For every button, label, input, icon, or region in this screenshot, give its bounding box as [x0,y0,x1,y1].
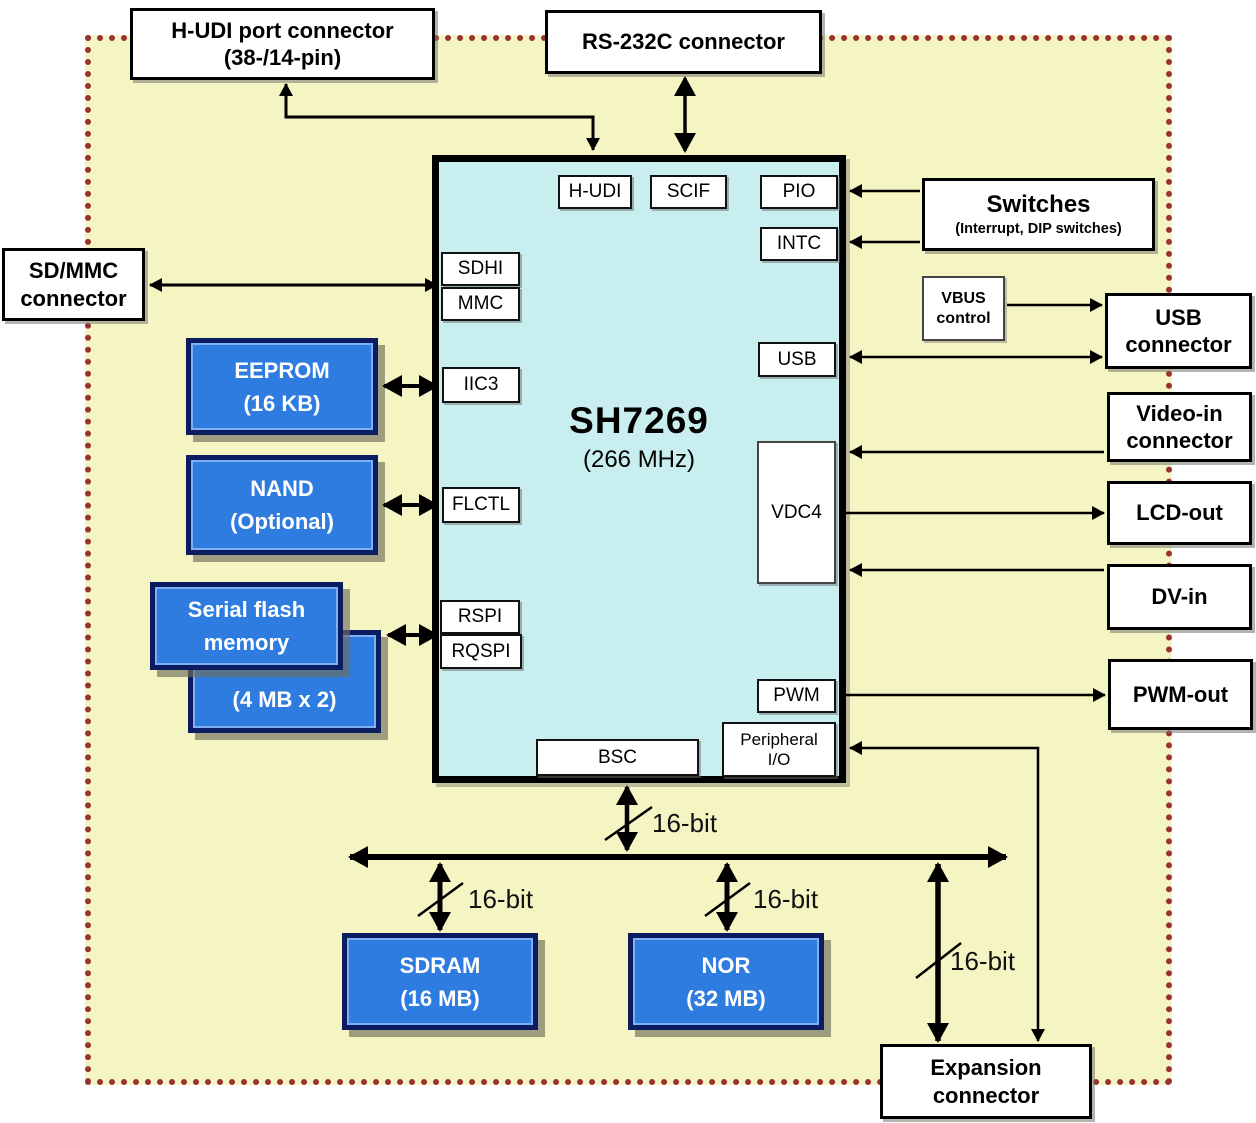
chip-block-mmc: MMC [441,287,520,321]
memory-serial-flash: Serial flash memory [150,582,343,670]
chip-block-intc: INTC [760,227,838,261]
memory-sdram: SDRAM (16 MB) [342,933,538,1030]
bus-label-bsc: 16-bit [652,808,718,838]
chip-block-vdc4: VDC4 [757,441,836,584]
chip-block-pwm: PWM [757,679,836,713]
chip-name-label: SH7269 [569,400,709,441]
chip-title: SH7269 (266 MHz) [432,400,846,474]
connector-lcd-out: LCD-out [1107,481,1252,545]
connector-pwm-out: PWM-out [1108,659,1253,730]
connector-rs232c: RS-232C connector [545,10,822,74]
chip-block-scif: SCIF [650,175,727,209]
connector-hudi-port: H-UDI port connector (38-/14-pin) [130,8,435,80]
memory-nor: NOR (32 MB) [628,933,824,1030]
chip-block-flctl: FLCTL [442,487,520,523]
connector-switches: Switches (Interrupt, DIP switches) [922,178,1155,251]
connector-video-in: Video-in connector [1107,392,1252,462]
memory-nand: NAND (Optional) [186,455,378,555]
bus-label-nor: 16-bit [753,884,819,914]
connector-sd-mmc: SD/MMC connector [2,248,145,321]
chip-block-pio: PIO [760,175,838,209]
bus-label-expansion: 16-bit [950,946,1016,976]
chip-block-rqspi: RQSPI [440,634,522,669]
bus-label-sdram: 16-bit [468,884,534,914]
chip-block-peripheral-io: Peripheral I/O [722,722,836,777]
chip-block-hudi: H-UDI [558,175,632,209]
chip-block-sdhi: SDHI [441,252,520,286]
chip-block-iic3: IIC3 [442,367,520,403]
chip-block-rspi: RSPI [440,600,520,634]
connector-usb: USB connector [1105,293,1252,369]
block-vbus-control: VBUS control [922,276,1005,341]
chip-block-usb: USB [758,342,836,377]
chip-frequency-label: (266 MHz) [582,446,696,473]
chip-block-bsc: BSC [536,739,699,776]
memory-eeprom: EEPROM (16 KB) [186,338,378,435]
connector-dv-in: DV-in [1107,564,1252,630]
connector-expansion: Expansion connector [880,1044,1092,1119]
